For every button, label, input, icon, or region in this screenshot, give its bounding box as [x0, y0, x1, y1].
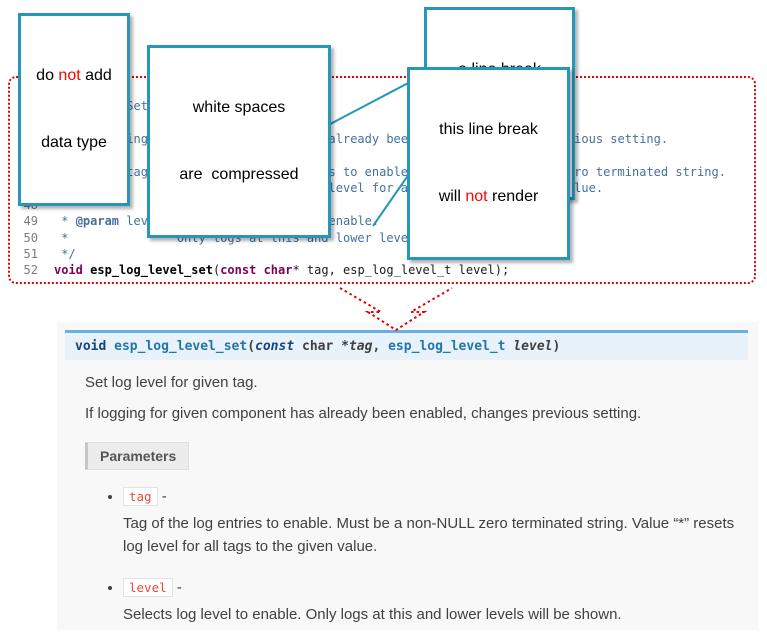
parameters-list: tag - Tag of the log entries to enable. M…	[65, 487, 748, 626]
line-number: 51	[23, 247, 38, 262]
code-segment	[256, 263, 263, 277]
callout-line: do not add	[36, 66, 112, 84]
code-text: */	[54, 246, 76, 262]
code-line: 51 */	[14, 246, 752, 262]
code-segment: (	[212, 263, 221, 278]
code-line: 50 * Only logs at this and lower levels …	[14, 230, 752, 246]
parameter-item: level - Selects log level to enable. Only…	[123, 577, 748, 626]
parameter-item: tag - Tag of the log entries to enable. M…	[123, 487, 748, 559]
param-name-literal: level	[123, 577, 173, 597]
callout-line: white spaces	[192, 98, 286, 116]
code-segment: */	[54, 247, 76, 262]
line-number: 52	[23, 263, 38, 278]
callout-line: data type	[41, 133, 107, 151]
parameters-label: Parameters	[85, 442, 190, 470]
signature-segment: void	[75, 339, 107, 354]
callout-no-data-type: do not add data type	[18, 13, 130, 207]
line-number: 49	[23, 214, 38, 229]
code-text: void esp_log_level_set(const char* tag, …	[54, 262, 509, 278]
code-line: 52 void esp_log_level_set(const char* tag…	[14, 262, 752, 278]
signature-segment: esp_log_level_set	[114, 339, 248, 354]
callout-line: this line break	[439, 120, 538, 138]
signature-segment: (	[247, 339, 256, 354]
signature-segment: level	[513, 339, 553, 354]
fold-gutter	[38, 246, 54, 262]
signature-segment: esp_log_level_t	[388, 339, 514, 354]
code-segment: void	[54, 263, 83, 278]
param-name-literal: tag	[123, 487, 158, 506]
code-segment: char	[263, 263, 293, 278]
code-segment: const	[220, 263, 257, 278]
signature-segment: char *	[294, 339, 349, 354]
param-description: Selects log level to enable. Only logs a…	[123, 605, 622, 623]
code-segment: *	[54, 214, 76, 229]
detailed-description: If logging for given component has alrea…	[85, 405, 642, 422]
callout-line: are compressed	[179, 165, 299, 183]
function-signature: void esp_log_level_set(const char *tag, …	[65, 330, 748, 360]
brief-description: Set log level for given tag.	[85, 374, 258, 391]
callout-break-not-render: this line break will not render	[407, 67, 570, 261]
param-description: Tag of the log entries to enable. Must b…	[123, 515, 735, 556]
code-segment: * tag, esp_log_level_t level);	[292, 263, 510, 278]
line-number: 50	[23, 230, 38, 245]
code-segment: esp_log_level_set	[90, 263, 213, 278]
callout-whitespace: white spaces are compressed	[147, 45, 331, 239]
signature-segment: tag	[348, 339, 373, 354]
code-line: 49 * @param level Selects log level to e…	[14, 213, 752, 229]
fold-gutter	[38, 213, 54, 229]
callout-line: will not render	[438, 187, 539, 205]
signature-segment: const	[255, 339, 295, 354]
signature-segment	[106, 339, 114, 354]
fold-gutter	[38, 262, 54, 278]
parameter-head: tag -	[123, 487, 748, 506]
fold-gutter	[38, 230, 54, 246]
rendered-docs-panel: void esp_log_level_set(const char *tag, …	[57, 322, 758, 630]
code-segment: @param	[75, 214, 120, 229]
signature-segment: )	[552, 339, 561, 354]
signature-segment: ,	[372, 339, 389, 354]
parameter-head: level -	[123, 577, 748, 597]
